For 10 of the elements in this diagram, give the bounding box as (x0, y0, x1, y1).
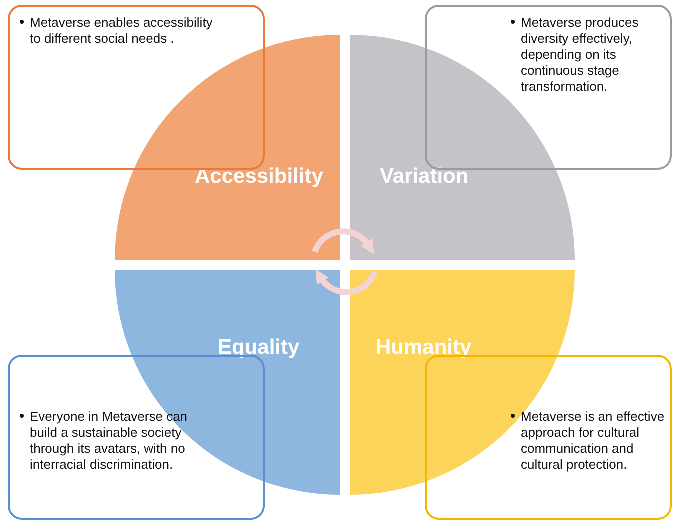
bullet-text: Metaverse enables accessibility to different social needs . (20, 15, 220, 47)
curved-arrow (312, 228, 375, 254)
quadrant-title: Equality (218, 336, 300, 360)
quadrant-title: Variation (380, 165, 469, 189)
bullet-text: Metaverse is an effective approach for cultural communication and cultural protection. (511, 409, 671, 473)
bullet-text: Everyone in Metaverse can build a sustainable society through its avatars, with no interracial discrimination. (20, 409, 200, 473)
curved-arrow (315, 270, 378, 296)
quadrant-title: Humanity (376, 336, 472, 360)
bullet-text: Metaverse produces diversity effectively, depending on its continuous stage transformation. (511, 15, 671, 95)
quadrant-title: Accessibility (195, 165, 324, 189)
